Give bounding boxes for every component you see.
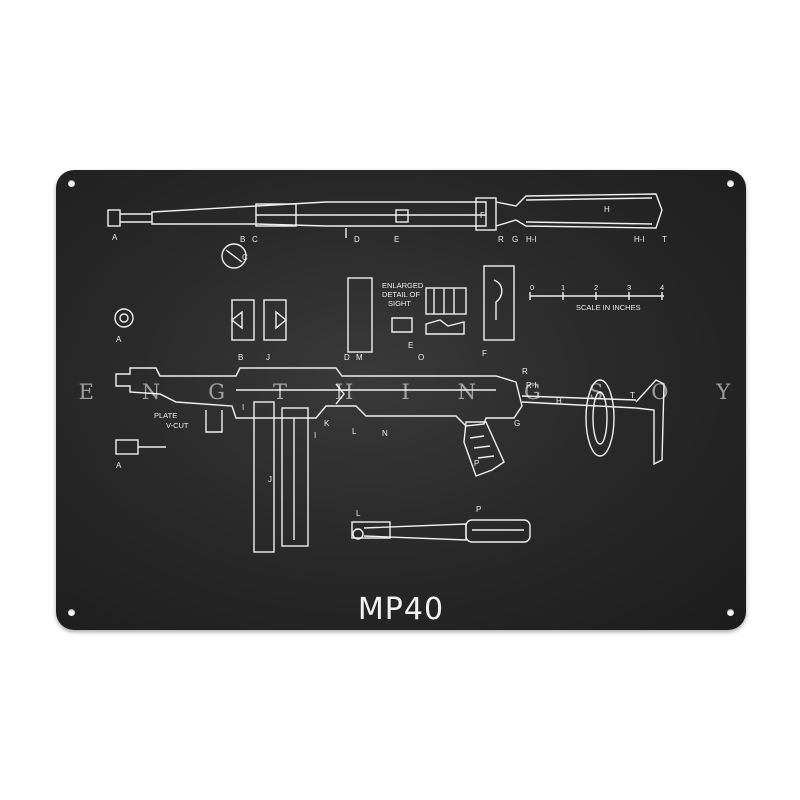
svg-text:T: T bbox=[662, 235, 667, 244]
scale-tick-0: 0 bbox=[530, 283, 534, 292]
top-view-gun bbox=[107, 193, 663, 238]
plate-label: PLATE bbox=[154, 411, 177, 420]
mount-hole-bottom-right bbox=[727, 609, 734, 616]
svg-text:J: J bbox=[266, 353, 270, 362]
svg-text:A: A bbox=[116, 335, 122, 344]
svg-text:K: K bbox=[324, 419, 330, 428]
sight-details bbox=[230, 265, 515, 353]
svg-text:A: A bbox=[112, 233, 118, 242]
svg-text:B: B bbox=[240, 235, 245, 244]
blueprint-drawing: ABC DER GH-IH-I THF CA BJ DMO FE RR-I HT… bbox=[107, 193, 667, 553]
enlarged-label: ENLARGED bbox=[382, 281, 424, 290]
svg-text:H-I: H-I bbox=[526, 235, 537, 244]
svg-text:C: C bbox=[242, 253, 248, 262]
svg-text:G: G bbox=[512, 235, 518, 244]
svg-text:H: H bbox=[556, 397, 562, 406]
svg-text:R: R bbox=[522, 367, 528, 376]
sight-label: SIGHT bbox=[388, 299, 411, 308]
side-view-gun bbox=[115, 367, 665, 553]
svg-text:N: N bbox=[382, 429, 388, 438]
svg-text:F: F bbox=[480, 211, 485, 220]
svg-text:G: G bbox=[514, 419, 520, 428]
scale-tick-3: 3 bbox=[627, 283, 631, 292]
svg-text:T: T bbox=[630, 391, 635, 400]
scale-bar bbox=[529, 292, 664, 300]
svg-text:I: I bbox=[314, 431, 316, 440]
mount-hole-top-right bbox=[727, 180, 734, 187]
scale-tick-2: 2 bbox=[594, 283, 598, 292]
svg-text:J: J bbox=[268, 475, 272, 484]
svg-text:D: D bbox=[344, 353, 350, 362]
svg-text:L: L bbox=[356, 509, 361, 518]
svg-text:H: H bbox=[604, 205, 610, 214]
svg-text:L: L bbox=[352, 427, 357, 436]
scale-label: SCALE IN INCHES bbox=[576, 303, 641, 312]
watermark: FENGTHINGSOY bbox=[56, 380, 746, 404]
bolt-detail bbox=[115, 439, 531, 543]
svg-text:E: E bbox=[394, 235, 399, 244]
svg-text:P: P bbox=[474, 459, 479, 468]
vcut-label: V-CUT bbox=[166, 421, 189, 430]
svg-text:R: R bbox=[498, 235, 504, 244]
sign-title: MP40 bbox=[357, 592, 445, 627]
mount-hole-bottom-left bbox=[68, 609, 75, 616]
svg-text:C: C bbox=[252, 235, 258, 244]
svg-text:A: A bbox=[116, 461, 122, 470]
svg-text:O: O bbox=[418, 353, 424, 362]
svg-text:E: E bbox=[408, 341, 413, 350]
svg-text:R-I: R-I bbox=[526, 381, 537, 390]
mount-hole-top-left bbox=[68, 180, 75, 187]
svg-text:M: M bbox=[356, 353, 363, 362]
svg-text:B: B bbox=[238, 353, 243, 362]
scale-tick-1: 1 bbox=[561, 283, 565, 292]
svg-text:D: D bbox=[354, 235, 360, 244]
svg-text:F: F bbox=[482, 349, 487, 358]
detail-of-label: DETAIL OF bbox=[382, 290, 420, 299]
scale-tick-4: 4 bbox=[660, 283, 664, 292]
svg-text:I: I bbox=[242, 403, 244, 412]
svg-text:P: P bbox=[476, 505, 481, 514]
svg-text:H-I: H-I bbox=[634, 235, 645, 244]
